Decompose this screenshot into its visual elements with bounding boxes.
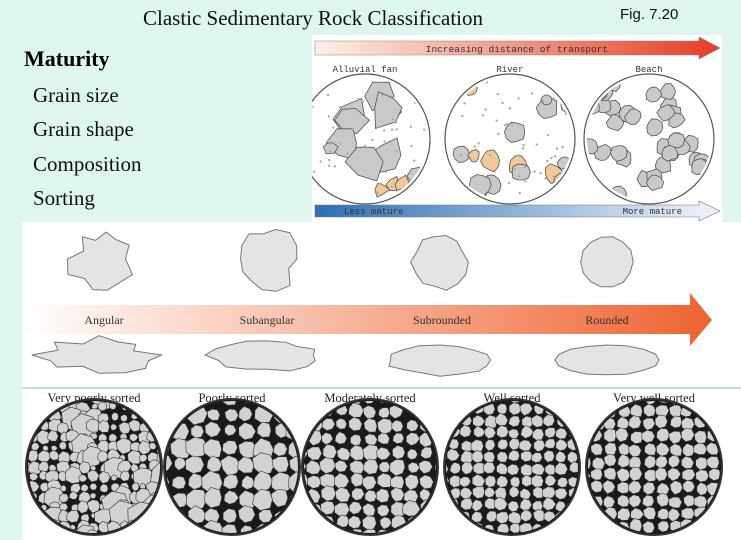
grain-rock-side (554, 344, 660, 376)
sorting-label: Very poorly sorted (47, 391, 141, 405)
roundness-arrow (22, 293, 712, 346)
shape-label-subangular: Subangular (240, 313, 295, 327)
sorting-circle (301, 398, 439, 536)
sorting-circle (585, 398, 723, 536)
more-mature-label: More mature (623, 207, 682, 217)
grain-circle (583, 73, 715, 205)
shape-label-angular: Angular (84, 313, 123, 327)
sorting-circle (443, 398, 581, 536)
grain-rock (240, 228, 298, 292)
maturity-arrow (314, 200, 721, 222)
grain-rock (580, 236, 634, 288)
setting-label: River (496, 65, 523, 75)
maturity-heading: Maturity (24, 46, 110, 71)
transport-arrow-label: Increasing distance of transport (426, 44, 608, 55)
maturity-item: Grain shape (33, 117, 134, 141)
setting-label: Beach (635, 65, 662, 75)
grain-circle (444, 73, 576, 205)
sorting-label: Moderately sorted (324, 391, 416, 405)
grain-rock-side (31, 335, 164, 374)
sorting-circle (25, 398, 163, 536)
shape-label-rounded: Rounded (585, 313, 628, 327)
transport-arrow (314, 36, 721, 60)
figure-number: Fig. 7.20 (620, 6, 679, 23)
maturity-item: Composition (33, 152, 142, 176)
grain-rock (66, 231, 134, 291)
sorting-circle (163, 398, 301, 536)
less-mature-label: Less mature (344, 207, 403, 217)
grain-rock (410, 234, 469, 291)
setting-label: Alluvial fan (333, 65, 398, 75)
slide-title: Clastic Sedimentary Rock Classification (142, 6, 484, 30)
shape-sorting-diagram: Angular Subangular Subrounded Rounded Ve… (22, 222, 741, 540)
grain-rock-side (203, 340, 316, 372)
transport-maturity-diagram: Increasing distance of transport Alluvia… (312, 35, 722, 222)
shape-label-subrounded: Subrounded (413, 313, 471, 327)
grain-circle (312, 73, 431, 205)
grain-rock-side (388, 344, 492, 377)
maturity-item: Grain size (33, 83, 119, 107)
maturity-item: Sorting (33, 186, 95, 210)
